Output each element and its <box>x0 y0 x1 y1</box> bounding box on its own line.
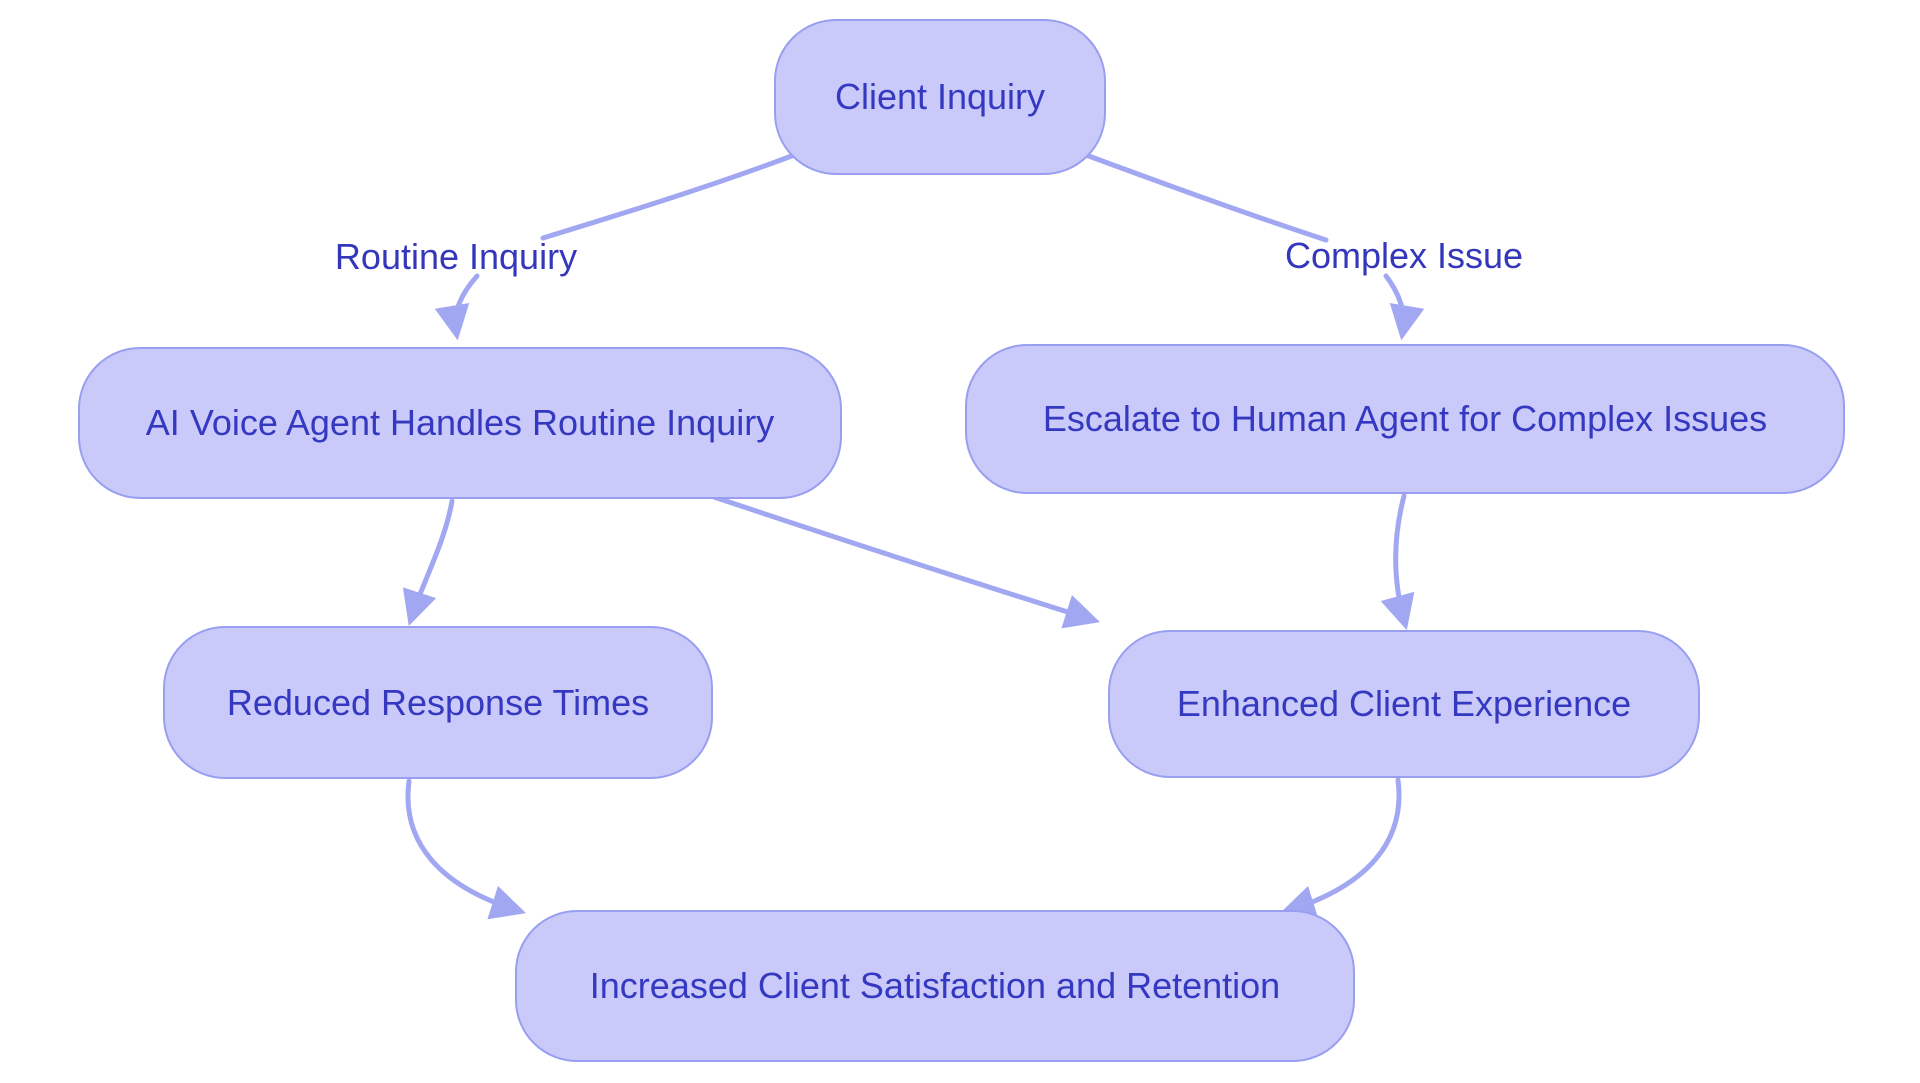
edge-client-inquiry-to-complex-label <box>1083 152 1329 243</box>
edge-routine-label-to-ai-voice-agent <box>434 273 480 341</box>
edge-ai-voice-agent-to-enhanced-experience <box>711 494 1101 629</box>
node-enhanced-client-experience-label: Enhanced Client Experience <box>1176 683 1632 725</box>
edge-label-complex-issue: Complex Issue <box>1284 235 1524 276</box>
edge-label-routine-inquiry: Routine Inquiry <box>334 236 578 277</box>
edge-escalate-human-to-enhanced-experience <box>1380 493 1415 631</box>
edge-complex-label-to-escalate-human <box>1383 273 1425 341</box>
node-escalate-to-human-agent-label: Escalate to Human Agent for Complex Issu… <box>1042 398 1768 440</box>
node-escalate-to-human-agent: Escalate to Human Agent for Complex Issu… <box>965 344 1845 494</box>
edge-enhanced-experience-to-increased-satisfaction <box>1279 777 1402 920</box>
node-enhanced-client-experience: Enhanced Client Experience <box>1108 630 1700 778</box>
node-reduced-response-times-label: Reduced Response Times <box>226 681 650 723</box>
node-increased-client-satisfaction-label: Increased Client Satisfaction and Retent… <box>589 965 1281 1007</box>
edge-client-inquiry-to-routine-label <box>540 151 800 241</box>
node-ai-voice-agent-label: AI Voice Agent Handles Routine Inquiry <box>145 402 775 444</box>
node-reduced-response-times: Reduced Response Times <box>163 626 713 779</box>
node-client-inquiry: Client Inquiry <box>774 19 1106 175</box>
node-increased-client-satisfaction-and-retention: Increased Client Satisfaction and Retent… <box>515 910 1355 1062</box>
node-ai-voice-agent-handles-routine-inquiry: AI Voice Agent Handles Routine Inquiry <box>78 347 842 499</box>
edge-reduced-response-to-increased-satisfaction <box>405 778 527 920</box>
edge-ai-voice-agent-to-reduced-response <box>402 498 455 626</box>
node-client-inquiry-label: Client Inquiry <box>834 76 1046 118</box>
